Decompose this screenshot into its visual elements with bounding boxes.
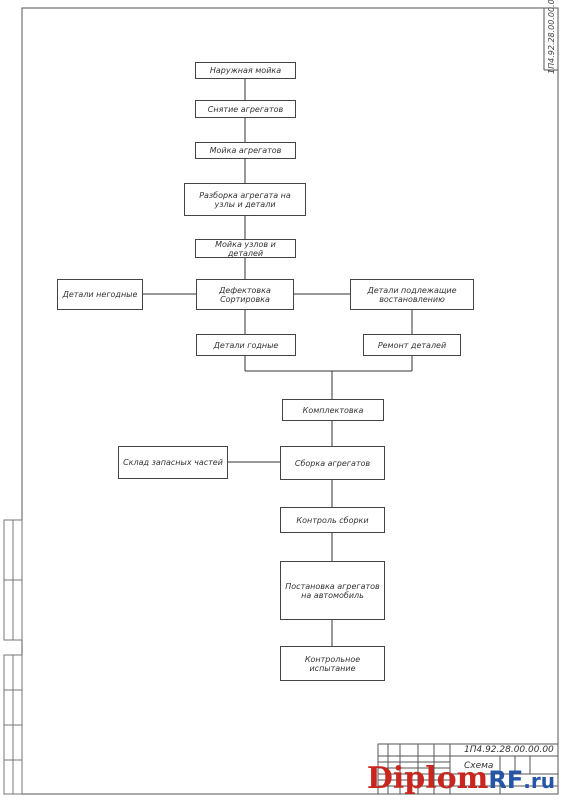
box-test: Контрольное испытание xyxy=(280,646,385,681)
title-block-title: Схема xyxy=(464,761,494,771)
drawing-code-vertical: 1П4.92.28.00.00.00 xyxy=(547,0,556,74)
box-restorable: Детали подлежащие востановлению xyxy=(350,279,474,310)
connectors xyxy=(143,78,413,646)
box-assembly-control: Контроль сборки xyxy=(280,507,385,533)
box-unusable: Детали негодные xyxy=(57,279,143,310)
box-assembly: Сборка агрегатов xyxy=(280,446,385,480)
box-spares: Склад запасных частей xyxy=(118,446,228,479)
box-disassembly: Разборка агрегата на узлы и детали xyxy=(184,183,306,216)
box-outer-wash: Наружная мойка xyxy=(195,62,296,79)
watermark-logo: DiplomRF.ru xyxy=(366,761,555,796)
box-parts-wash: Мойка узлов и деталей xyxy=(195,239,296,258)
title-block-code: 1П4.92.28.00.00.00 xyxy=(464,745,554,755)
box-install: Постановка агрегатов на автомобиль xyxy=(280,561,385,620)
title-block-lines xyxy=(377,743,559,795)
box-unit-wash: Мойка агрегатов xyxy=(195,142,296,159)
box-usable: Детали годные xyxy=(196,334,296,356)
box-unit-removal: Снятие агрегатов xyxy=(195,100,296,118)
box-kitting: Комплектовка xyxy=(282,399,384,421)
sheet-frame xyxy=(21,7,559,795)
box-defect: Дефектовка Сортировка xyxy=(196,279,294,310)
box-repair: Ремонт деталей xyxy=(363,334,461,356)
